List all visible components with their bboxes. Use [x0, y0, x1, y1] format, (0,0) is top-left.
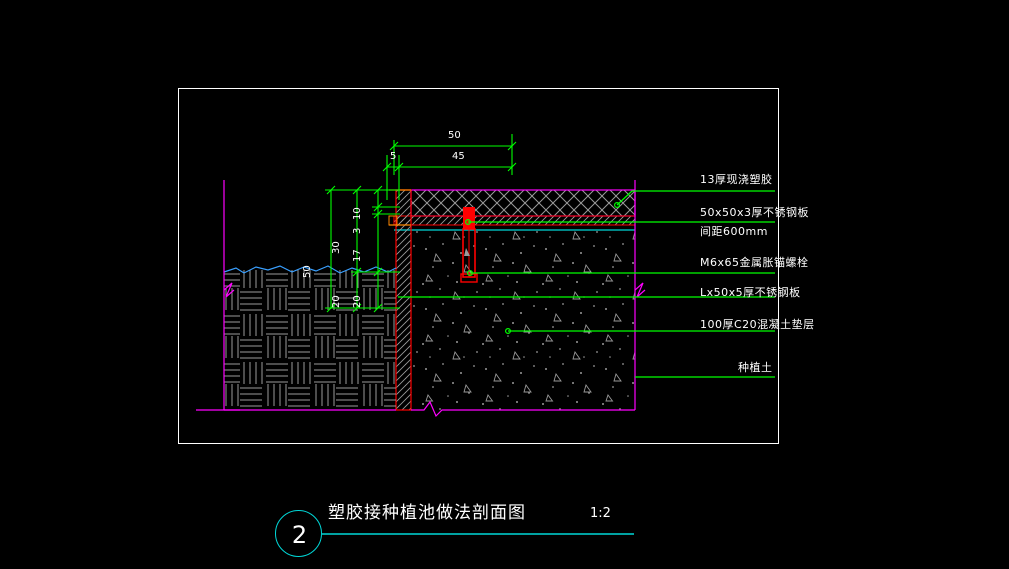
- note-anchor-bolt: M6x65金属胀锚螺栓: [700, 256, 809, 269]
- leader-lines: [398, 190, 775, 378]
- detail-number: 2: [291, 520, 308, 549]
- dim-45: 45: [452, 151, 465, 162]
- paving-basketweave-area: [224, 270, 396, 410]
- leveling-layer: [393, 215, 636, 231]
- note-spacing: 间距600mm: [700, 225, 768, 238]
- rubber-surfacing-layer: [410, 189, 636, 217]
- dim-17: 17: [352, 249, 363, 262]
- detail-bubble: 2: [275, 510, 322, 557]
- break-line-bottom: [224, 400, 635, 418]
- note-planting-soil: 种植土: [738, 361, 773, 374]
- leader-dot-concrete: [505, 328, 512, 335]
- note-angle-bar: Lx50x5厚不锈钢板: [700, 286, 801, 299]
- dim-20-b: 20: [352, 295, 363, 308]
- drawing-frame-border: [178, 88, 779, 444]
- leader-dot-rubber: [613, 202, 620, 209]
- leader-rubber: [616, 190, 775, 206]
- leader-dot-anchor-bolt: [467, 270, 474, 277]
- leader-dot-steel-plate: [465, 219, 472, 226]
- drawing-title: 塑胶接种植池做法剖面图: [328, 503, 526, 523]
- dim-3: 3: [352, 227, 363, 234]
- concrete-base-fill: [411, 230, 635, 410]
- dim-20-a: 20: [331, 295, 342, 308]
- note-concrete: 100厚C20混凝土垫层: [700, 318, 815, 331]
- dim-30: 30: [331, 241, 342, 254]
- break-line-right: [634, 180, 646, 410]
- note-steel-plate: 50x50x3厚不锈钢板: [700, 206, 810, 219]
- dimension-lines: [325, 134, 517, 313]
- drawing-scale: 1:2: [590, 506, 611, 521]
- note-rubber: 13厚现浇塑胶: [700, 173, 773, 186]
- dim-5: 5: [390, 151, 397, 162]
- dim-50-overall: 50: [448, 130, 461, 141]
- dim-50-left: 50: [302, 265, 313, 278]
- ground-surface-line: [223, 265, 397, 274]
- dim-10: 10: [352, 207, 363, 220]
- angle-bar-L50x5: [388, 215, 398, 226]
